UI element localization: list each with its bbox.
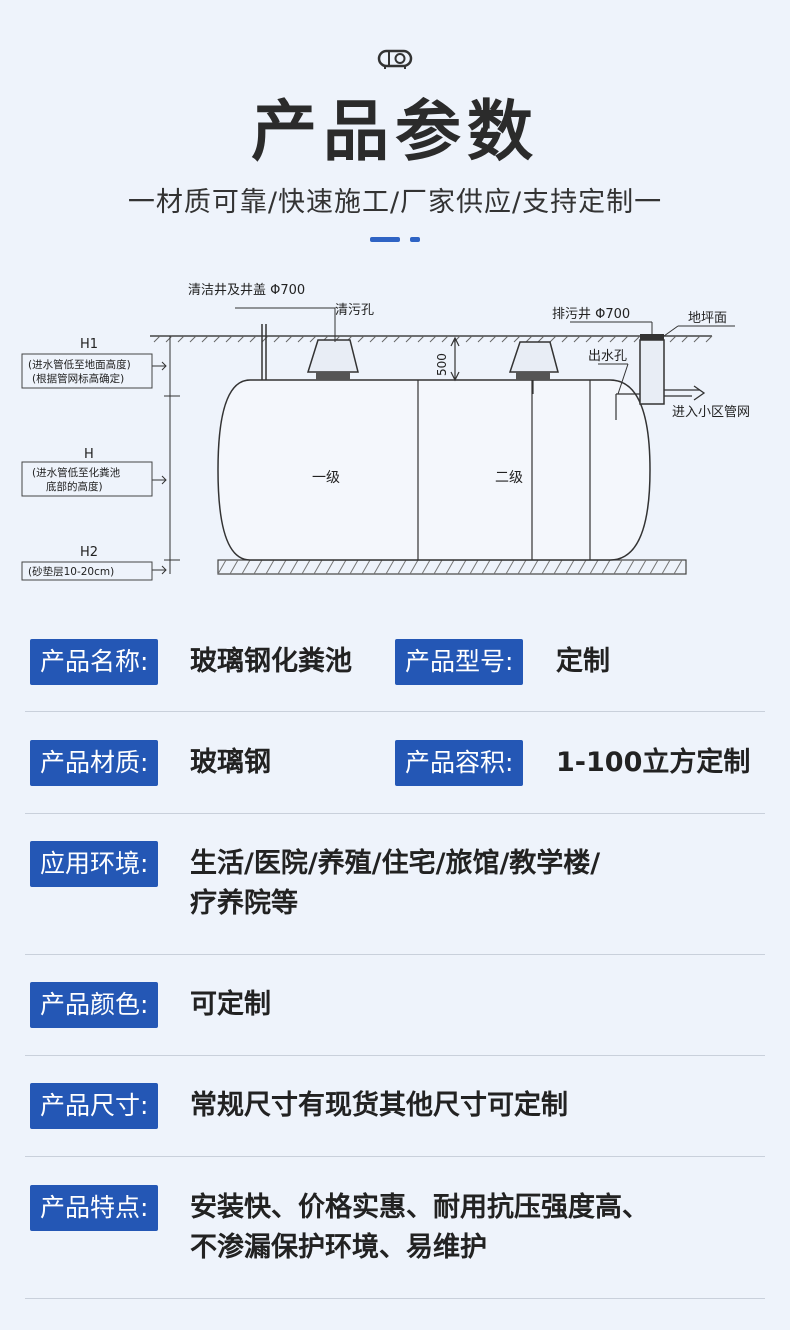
label-stage2: 二级 [495,470,523,486]
label-h1-desc2: (根据管网标高确定) [32,372,124,385]
spec-divider [25,954,765,955]
spec-name-label: 产品名称: [30,639,159,685]
label-500: 500 [435,353,449,376]
title-dash-short [410,237,420,242]
spec-env-value-line2: 疗养院等 [190,888,298,919]
label-h: H [84,447,94,462]
tank-logo-icon [377,49,413,69]
spec-color-value: 可定制 [190,989,271,1020]
label-stage1: 一级 [312,470,340,486]
label-h2: H2 [80,545,98,560]
spec-divider [25,813,765,814]
spec-name-value: 玻璃钢化粪池 [190,646,352,677]
spec-model-value: 定制 [556,646,610,677]
page-title: 产品参数 [251,93,539,170]
spec-size-label: 产品尺寸: [30,1083,159,1129]
spec-feature-value-line1: 安装快、价格实惠、耐用抗压强度高、 [190,1192,649,1223]
spec-model-label: 产品型号: [395,639,524,685]
spec-env-label: 应用环境: [30,841,159,887]
title-dash-long [370,237,400,242]
label-ground: 地坪面 [688,311,727,326]
label-h1-desc1: (进水管低至地面高度) [28,358,131,371]
spec-color-label: 产品颜色: [30,982,159,1028]
spec-divider [25,1156,765,1157]
spec-env-value-line1: 生活/医院/养殖/住宅/旅馆/教学楼/ [190,848,601,879]
spec-divider [25,1298,765,1299]
spec-divider [25,711,765,712]
label-h-desc2: 底部的高度) [46,480,103,493]
page-subtitle: 一材质可靠/快速施工/厂家供应/支持定制一 [127,187,663,218]
label-h-desc1: (进水管低至化粪池 [32,466,121,479]
label-h2-desc: (砂垫层10-20cm) [28,565,114,578]
label-drain-well: 排污井 Φ700 [552,307,630,322]
label-h1: H1 [80,337,98,352]
spec-material-label: 产品材质: [30,740,159,786]
spec-divider [25,1055,765,1056]
spec-volume-label: 产品容积: [395,740,524,786]
septic-tank-diagram: 清洁井及井盖 Φ700 清污孔 排污井 Φ700 地坪面 出水孔 进入小区管网 … [0,270,790,600]
label-clean-well: 清洁井及井盖 Φ700 [188,283,305,298]
spec-feature-value-line2: 不渗漏保护环境、易维护 [190,1232,487,1263]
header: 产品参数 一材质可靠/快速施工/厂家供应/支持定制一 [0,0,790,260]
spec-size-value: 常规尺寸有现货其他尺寸可定制 [190,1090,568,1121]
label-network: 进入小区管网 [672,405,750,420]
label-outlet: 出水孔 [588,349,627,364]
spec-feature-label: 产品特点: [30,1185,159,1231]
spec-volume-value: 1-100立方定制 [556,747,751,778]
label-clean-hole: 清污孔 [335,303,374,318]
spec-material-value: 玻璃钢 [190,747,271,778]
